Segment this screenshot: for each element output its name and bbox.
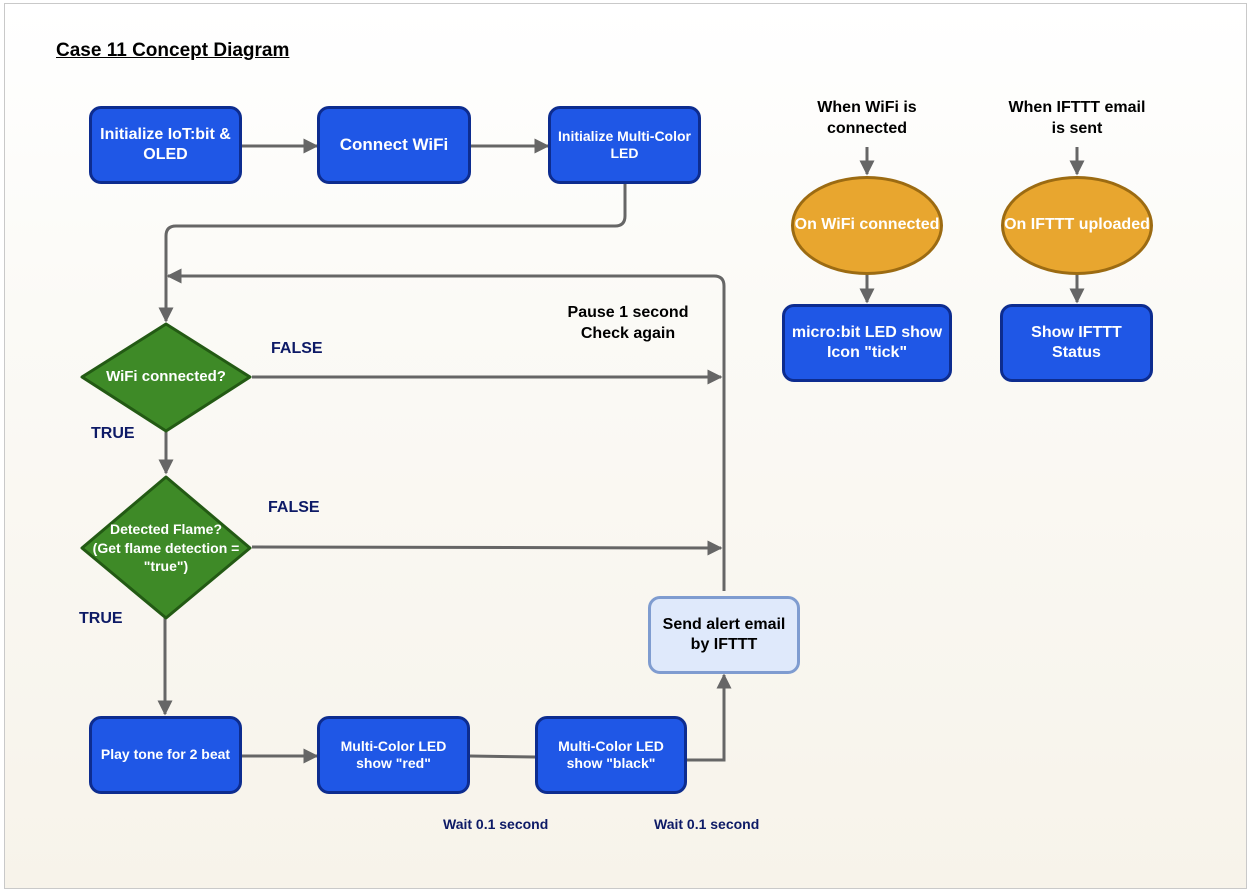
node-play-tone: Play tone for 2 beat bbox=[89, 716, 242, 794]
decision-flame-detected bbox=[80, 475, 252, 620]
arrow-led-to-decision bbox=[158, 184, 627, 323]
node-init-iot: Initialize IoT:bit & OLED bbox=[89, 106, 242, 184]
label-true-wifi: TRUE bbox=[91, 425, 135, 442]
node-send-email: Send alert email by IFTTT bbox=[648, 596, 800, 674]
event-on-wifi: On WiFi connected bbox=[791, 176, 943, 275]
node-connect-wifi: Connect WiFi bbox=[317, 106, 471, 184]
label-false-wifi: FALSE bbox=[271, 340, 323, 357]
note-when-ifttt: When IFTTT email is sent bbox=[1008, 99, 1146, 137]
node-show-ifttt: Show IFTTT Status bbox=[1000, 304, 1153, 382]
arrow-flame-false bbox=[251, 540, 723, 556]
arrow-red-to-black bbox=[469, 754, 536, 759]
node-led-black: Multi-Color LED show "black" bbox=[535, 716, 687, 794]
arrow-black-to-email bbox=[687, 673, 732, 762]
note-pause: Pause 1 second Check again bbox=[567, 304, 689, 342]
note-when-wifi: When WiFi is connected bbox=[817, 99, 917, 137]
decision-wifi-label: WiFi connected? bbox=[106, 367, 226, 385]
node-init-led: Initialize Multi-Color LED bbox=[548, 106, 701, 184]
label-true-flame: TRUE bbox=[79, 610, 123, 627]
node-led-red: Multi-Color LED show "red" bbox=[317, 716, 470, 794]
label-wait-1: Wait 0.1 second bbox=[443, 816, 549, 832]
label-wait-2: Wait 0.1 second bbox=[654, 816, 760, 832]
page-title: Case 11 Concept Diagram bbox=[56, 40, 290, 61]
event-on-ifttt: On IFTTT uploaded bbox=[1001, 176, 1153, 275]
label-false-flame: FALSE bbox=[268, 499, 320, 516]
arrow-loop-back bbox=[166, 268, 726, 591]
node-microbit-tick: micro:bit LED show Icon "tick" bbox=[782, 304, 952, 382]
decision-flame-label: Detected Flame? (Get flame detection = "… bbox=[92, 520, 240, 575]
decision-wifi-connected bbox=[80, 322, 252, 433]
